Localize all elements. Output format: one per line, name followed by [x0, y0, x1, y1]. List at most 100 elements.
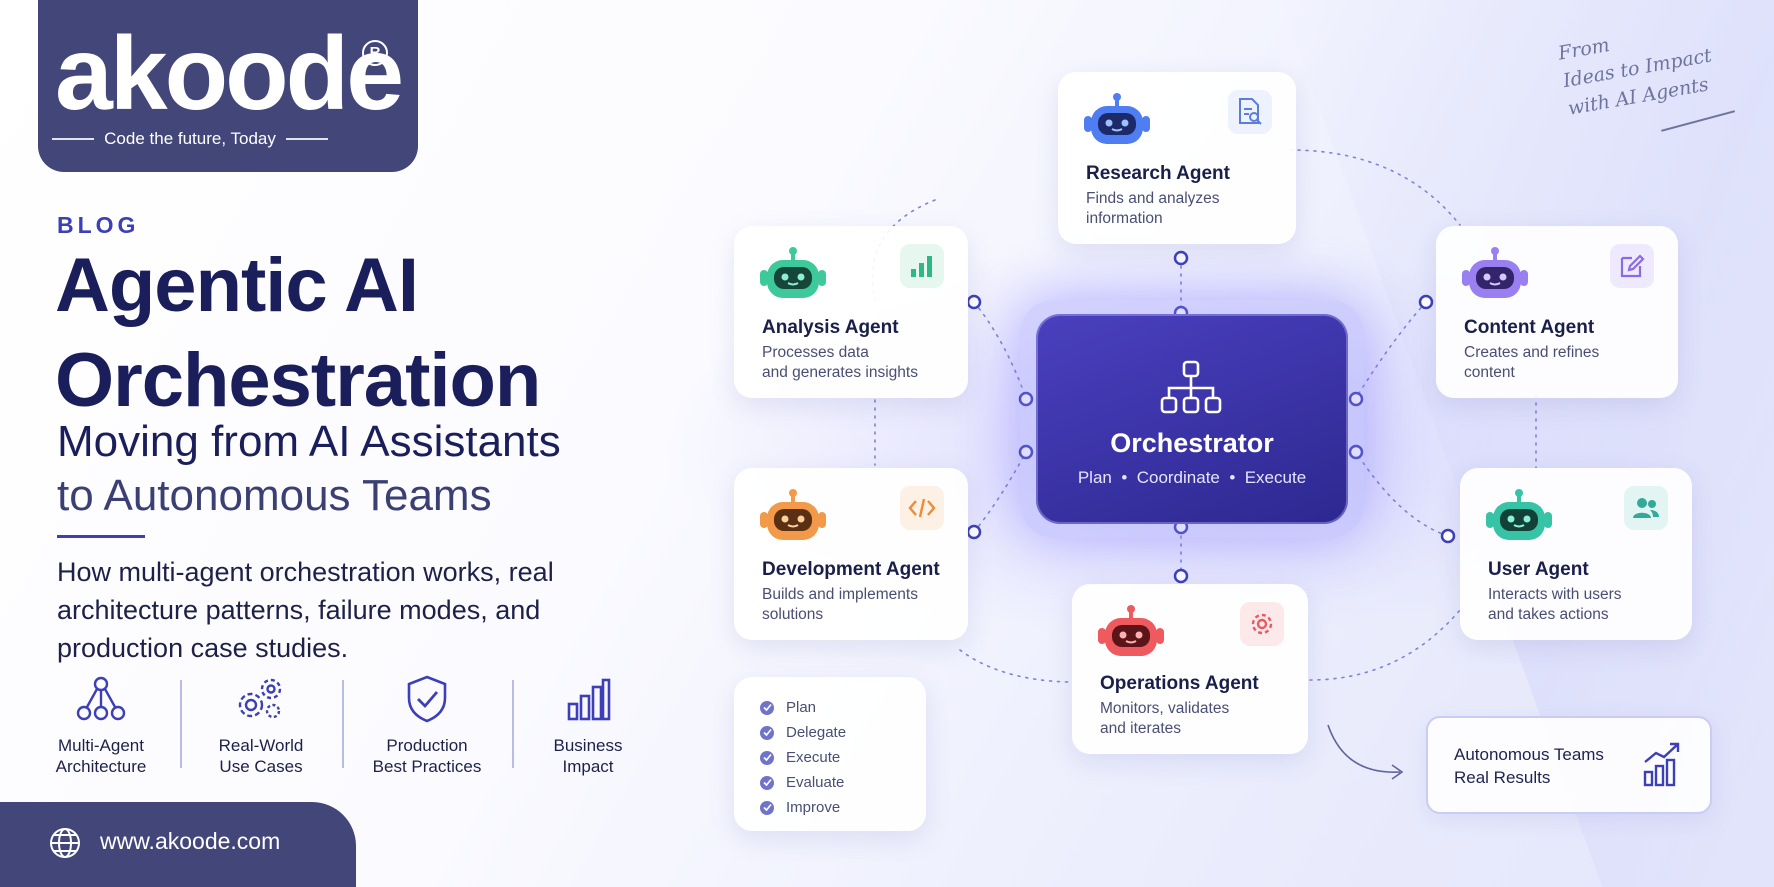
agent-desc: Interacts with users — [1488, 586, 1622, 603]
connector-node — [1173, 250, 1189, 266]
code-icon — [900, 486, 944, 530]
agent-desc: and iterates — [1100, 720, 1181, 737]
tagline-text: Code the future, Today — [104, 129, 276, 148]
agent-desc: Creates and refines — [1464, 344, 1600, 361]
check-icon — [760, 775, 774, 790]
agent-desc: solutions — [762, 606, 824, 623]
robot-icon — [760, 489, 826, 540]
checklist-item: Execute — [760, 745, 926, 770]
checklist-item: Plan — [760, 695, 926, 720]
edit-icon — [1610, 244, 1654, 288]
description-line: production case studies. — [57, 633, 349, 663]
description-line: architecture patterns, failure modes, an… — [57, 595, 541, 625]
result-callout — [1426, 716, 1712, 814]
operations-agent-card[interactable]: Operations Agent Monitors, validates and… — [1072, 584, 1308, 754]
agent-name: Operations Agent — [1100, 673, 1259, 694]
document-search-icon — [1228, 90, 1272, 134]
result-arrow — [1327, 724, 1401, 773]
feature-use-cases: Real-World Use Cases — [186, 673, 336, 777]
link-analysis — [973, 301, 1027, 399]
agent-name: Development Agent — [762, 559, 940, 580]
gear-icon — [1240, 602, 1284, 646]
agent-name: Content Agent — [1464, 317, 1595, 338]
agent-desc: Processes data — [762, 344, 869, 361]
agent-desc: content — [1464, 364, 1515, 381]
bar-chart-icon — [900, 244, 944, 288]
orbit-arc-bottom-right — [1309, 609, 1461, 681]
feature-label: Real-World — [218, 736, 304, 755]
network-icon — [76, 676, 126, 721]
gears-icon — [238, 678, 282, 719]
connector-node — [1173, 568, 1189, 584]
user-agent-card[interactable]: User Agent Interacts with users and take… — [1460, 468, 1692, 640]
subtitle-line1: Moving from AI Assistants — [57, 417, 561, 466]
growth-chart-icon — [1643, 742, 1680, 787]
category-label: BLOG — [57, 212, 140, 238]
development-agent-card[interactable]: Development Agent Builds and implements … — [734, 468, 968, 640]
logo-panel: akoode R — [38, 0, 418, 172]
orbit-arc-bottom-left — [959, 649, 1069, 683]
hierarchy-icon — [1160, 360, 1222, 414]
content-agent-card[interactable]: Content Agent Creates and refines conten… — [1436, 226, 1678, 398]
feature-multi-agent: Multi-Agent Architecture — [26, 673, 176, 777]
feature-label: Business — [553, 736, 623, 755]
agent-desc: Builds and implements — [762, 586, 918, 603]
users-icon — [1624, 486, 1668, 530]
link-user — [1355, 451, 1449, 537]
feature-label: Use Cases — [219, 757, 303, 776]
website-link[interactable]: www.akoode.com — [100, 828, 281, 854]
feature-business-impact: Business Impact — [513, 673, 663, 777]
checklist-item: Delegate — [760, 720, 926, 745]
description-line: How multi-agent orchestration works, rea… — [57, 557, 554, 587]
feature-label: Multi-Agent — [58, 736, 144, 755]
orbit-arc-top-right — [1289, 149, 1461, 226]
divider — [342, 680, 344, 768]
robot-icon — [1486, 489, 1552, 540]
connector-node — [1018, 444, 1034, 460]
robot-icon — [760, 247, 826, 298]
robot-icon — [1462, 247, 1528, 298]
orchestrator-title: Orchestrator — [1110, 428, 1274, 458]
result-line1: Autonomous Teams — [1454, 745, 1604, 764]
check-icon — [760, 750, 774, 765]
agent-name: Analysis Agent — [762, 317, 899, 338]
orchestrator-subtitle: Plan • Coordinate • Execute — [1077, 468, 1307, 487]
tagline: Code the future, Today — [52, 129, 329, 149]
page-title-line1: Agentic AI — [55, 243, 419, 328]
robot-icon — [1084, 93, 1150, 144]
checklist-item: Evaluate — [760, 770, 926, 795]
check-icon — [760, 725, 774, 740]
agent-desc: Finds and analyzes — [1086, 190, 1220, 207]
bar-chart-icon — [567, 678, 611, 721]
feature-label: Impact — [562, 757, 614, 776]
agent-desc: and generates insights — [762, 364, 918, 381]
accent-underline — [57, 535, 145, 538]
link-development — [973, 451, 1027, 533]
analysis-agent-card[interactable]: Analysis Agent Processes data and genera… — [734, 226, 968, 398]
logo-wordmark: akoode — [54, 16, 404, 132]
agent-name: Research Agent — [1086, 163, 1230, 184]
feature-best-practices: Production Best Practices — [352, 673, 502, 777]
registered-mark: R — [362, 40, 388, 66]
subtitle-line2: to Autonomous Teams — [57, 471, 492, 520]
agent-desc: and takes actions — [1488, 606, 1609, 623]
connector-node — [966, 524, 982, 540]
page-title-line2: Orchestration — [55, 338, 541, 423]
connector-node — [1348, 444, 1364, 460]
robot-icon — [1098, 605, 1164, 656]
orchestrator-card — [1036, 314, 1348, 524]
check-icon — [760, 700, 774, 715]
divider — [512, 680, 514, 768]
description: How multi-agent orchestration works, rea… — [57, 553, 617, 667]
research-agent-card[interactable]: Research Agent Finds and analyzes inform… — [1058, 72, 1296, 244]
divider — [180, 680, 182, 768]
check-icon — [760, 800, 774, 815]
feature-label: Production — [386, 736, 468, 755]
feature-label: Architecture — [55, 757, 147, 776]
connector-node — [1440, 528, 1456, 544]
connector-node — [966, 294, 982, 310]
checklist-item: Improve — [760, 795, 926, 820]
result-line2: Real Results — [1454, 768, 1551, 787]
agent-name: User Agent — [1488, 559, 1589, 580]
